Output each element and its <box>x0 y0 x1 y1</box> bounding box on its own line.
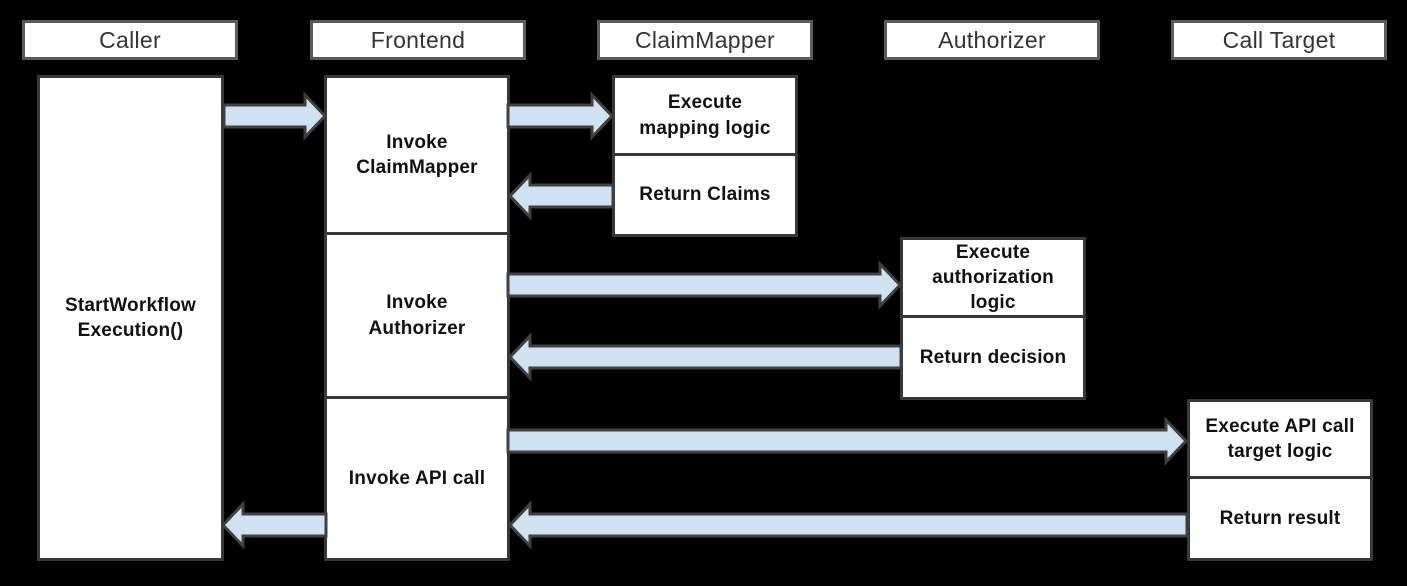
box-start-workflow-execution: StartWorkflow Execution() <box>37 75 224 561</box>
box-invoke-authorizer: Invoke Authorizer <box>324 232 510 399</box>
box-return-decision-label: Return decision <box>919 346 1067 368</box>
box-invoke-claimmapper: Invoke ClaimMapper <box>324 75 510 235</box>
lane-header-calltarget: Call Target <box>1171 20 1387 60</box>
lane-header-authorizer-label: Authorizer <box>938 26 1046 53</box>
lane-header-frontend-label: Frontend <box>370 26 466 53</box>
box-invoke-authorizer-label: Invoke Authorizer <box>368 292 466 339</box>
box-invoke-api-call-label: Invoke API call <box>348 467 486 489</box>
box-start-workflow-execution-label: StartWorkflow Execution() <box>64 294 197 341</box>
box-execute-mapping-logic-label: Execute mapping logic <box>639 92 771 139</box>
lane-header-caller: Caller <box>22 20 238 60</box>
box-return-decision: Return decision <box>900 315 1086 400</box>
box-execute-mapping-logic: Execute mapping logic <box>612 75 798 156</box>
box-return-claims-label: Return Claims <box>639 184 771 206</box>
lane-header-authorizer: Authorizer <box>884 20 1100 60</box>
arrow-frontend-to-calltarget <box>506 416 1189 466</box>
box-execute-authorization-logic-label: Execute authorization logic <box>932 241 1054 314</box>
arrow-calltarget-to-frontend <box>507 500 1189 550</box>
arrow-authorizer-to-frontend <box>507 332 903 382</box>
arrow-frontend-to-claimmapper <box>506 91 615 141</box>
lane-header-caller-label: Caller <box>99 26 161 53</box>
lane-header-claimmapper-label: ClaimMapper <box>634 26 776 53</box>
box-execute-authorization-logic: Execute authorization logic <box>900 237 1086 318</box>
box-return-result: Return result <box>1187 476 1373 561</box>
box-return-result-label: Return result <box>1219 507 1341 529</box>
arrow-frontend-to-authorizer <box>506 260 903 310</box>
lane-header-frontend: Frontend <box>310 20 526 60</box>
box-return-claims: Return Claims <box>612 153 798 237</box>
lane-header-calltarget-label: Call Target <box>1222 26 1336 53</box>
box-execute-api-call-target-logic: Execute API call target logic <box>1187 399 1373 479</box>
arrow-caller-to-frontend <box>222 91 328 141</box>
box-invoke-api-call: Invoke API call <box>324 396 510 561</box>
arrow-frontend-to-caller <box>220 500 328 550</box>
box-execute-api-call-target-logic-label: Execute API call target logic <box>1205 415 1355 462</box>
box-invoke-claimmapper-label: Invoke ClaimMapper <box>356 131 478 178</box>
arrow-claimmapper-to-frontend <box>507 171 615 221</box>
lane-header-claimmapper: ClaimMapper <box>597 20 813 60</box>
